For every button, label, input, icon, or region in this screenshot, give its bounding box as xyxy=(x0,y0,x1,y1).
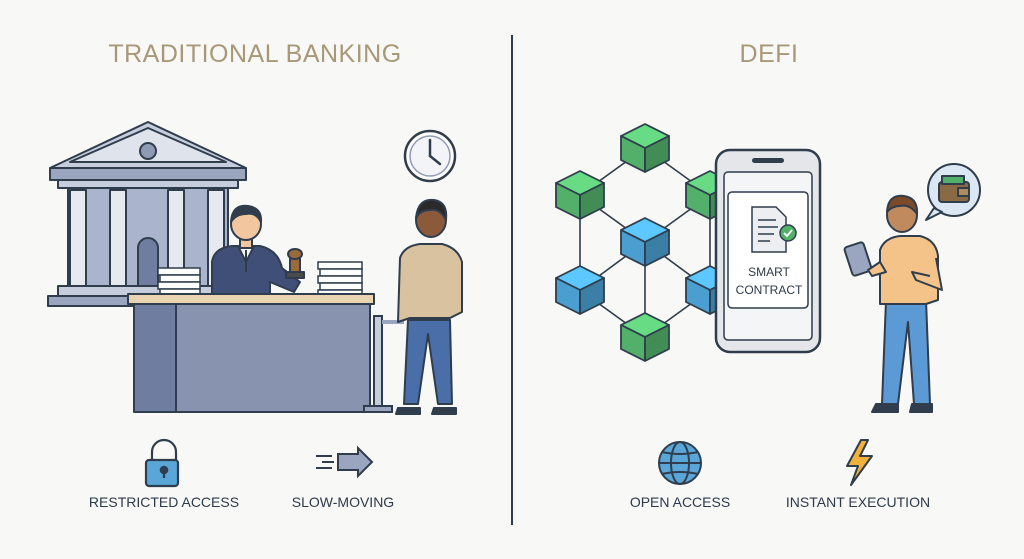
bank-desk xyxy=(127,293,375,413)
lightning-icon xyxy=(846,439,873,486)
smart-contract-label-line2: CONTRACT xyxy=(735,283,803,297)
traditional-banking-title: TRADITIONAL BANKING xyxy=(108,40,402,68)
wallet-icon xyxy=(925,163,981,221)
open-access-label: OPEN ACCESS xyxy=(629,494,731,510)
slow-moving-label: SLOW-MOVING xyxy=(291,494,395,510)
blockchain-network xyxy=(555,123,735,362)
blockchain-block-1 xyxy=(620,123,670,173)
defi-user-figure xyxy=(843,194,943,413)
defi-title: DEFI xyxy=(739,40,799,68)
queue-stanchion xyxy=(363,315,404,413)
clock-icon xyxy=(403,129,457,183)
smart-contract-label-line1: SMART xyxy=(748,265,790,279)
customer-figure xyxy=(395,198,463,415)
blockchain-block-7 xyxy=(620,312,670,362)
blockchain-block-4 xyxy=(620,217,670,267)
lock-icon xyxy=(144,438,180,488)
paper-stack-left xyxy=(157,267,201,297)
contract-document-icon xyxy=(751,206,797,253)
banker-figure xyxy=(211,204,305,297)
paper-stack-right xyxy=(317,261,363,297)
blockchain-block-5 xyxy=(555,265,605,315)
blockchain-block-2 xyxy=(555,170,605,220)
slow-arrow-icon xyxy=(316,445,374,479)
globe-icon xyxy=(658,441,702,485)
restricted-access-label: RESTRICTED ACCESS xyxy=(88,494,240,510)
instant-execution-label: INSTANT EXECUTION xyxy=(785,494,931,510)
